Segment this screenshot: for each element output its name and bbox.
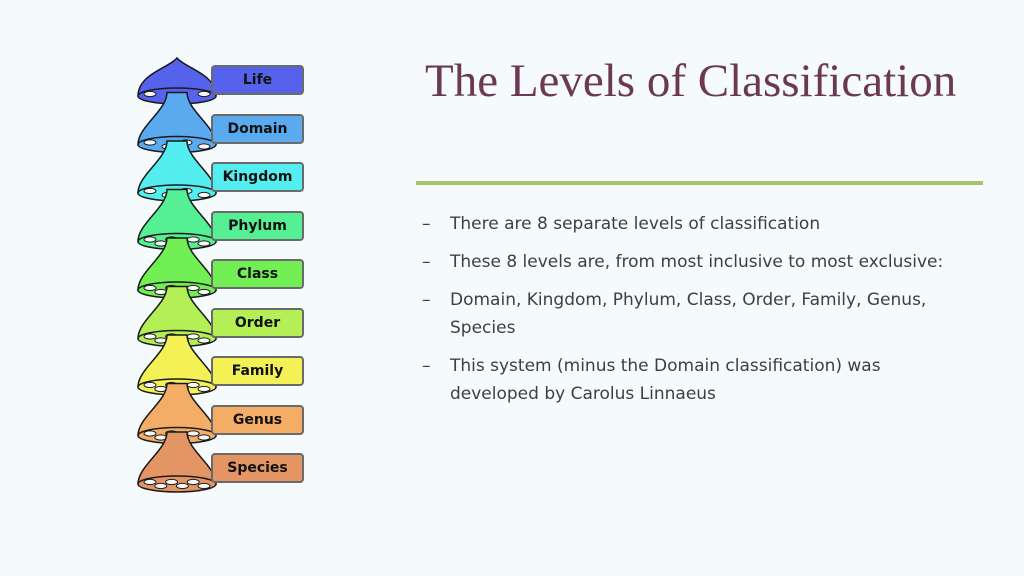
nested-bells-graphic — [137, 56, 217, 493]
bullet-item: –This system (minus the Domain classific… — [422, 352, 962, 408]
level-label-text: Phylum — [228, 217, 287, 234]
rim-opening — [197, 90, 211, 98]
rim-opening — [143, 381, 157, 389]
bullet-dash: – — [422, 252, 431, 272]
rim-opening — [175, 482, 189, 490]
level-label-genus: Genus — [211, 404, 304, 435]
rim-opening — [197, 385, 211, 393]
rim-opening — [143, 187, 157, 195]
rim-opening — [197, 240, 211, 247]
bullet-text: There are 8 separate levels of classific… — [450, 214, 821, 234]
bullet-dash: – — [422, 356, 431, 376]
bullet-item: –These 8 levels are, from most inclusive… — [422, 248, 962, 276]
rim-opening — [186, 478, 200, 486]
level-label-text: Family — [231, 363, 284, 379]
level-label-life: Life — [211, 65, 304, 95]
rim-opening — [197, 288, 211, 296]
rim-opening — [143, 90, 157, 98]
level-label-text: Order — [234, 314, 281, 331]
rim-opening — [186, 430, 200, 437]
level-label-phylum: Phylum — [211, 210, 304, 241]
level-label-text: Kingdom — [222, 169, 293, 185]
rim-opening — [143, 478, 157, 486]
level-label-text: Domain — [227, 120, 288, 137]
rim-opening — [143, 430, 157, 437]
title-divider — [416, 181, 983, 185]
bullet-dash: – — [422, 290, 431, 310]
bullet-item: –There are 8 separate levels of classifi… — [422, 210, 962, 238]
rim-opening — [154, 482, 168, 490]
level-label-class: Class — [211, 259, 304, 289]
rim-opening — [143, 333, 157, 340]
bullet-text: This system (minus the Domain classifica… — [450, 356, 881, 404]
level-label-species: Species — [211, 453, 304, 483]
rim-opening — [197, 434, 211, 441]
rim-opening — [197, 191, 211, 199]
rim-opening — [197, 482, 211, 490]
bullet-list: –There are 8 separate levels of classifi… — [422, 210, 962, 418]
bullet-text: Domain, Kingdom, Phylum, Class, Order, F… — [450, 290, 927, 338]
rim-opening — [186, 284, 200, 292]
level-label-kingdom: Kingdom — [211, 162, 304, 192]
rim-opening — [186, 333, 200, 340]
rim-opening — [143, 236, 157, 243]
rim-opening — [186, 381, 200, 389]
bullet-text: These 8 levels are, from most inclusive … — [450, 252, 944, 272]
bell-species — [137, 431, 217, 493]
rim-opening — [143, 284, 157, 292]
level-label-text: Life — [242, 72, 273, 88]
level-label-text: Class — [236, 266, 279, 282]
rim-opening — [197, 337, 211, 344]
rim-opening — [186, 236, 200, 243]
rim-opening — [143, 139, 157, 146]
rim-opening — [165, 478, 179, 486]
bullet-item: –Domain, Kingdom, Phylum, Class, Order, … — [422, 286, 962, 342]
level-label-text: Species — [227, 460, 288, 476]
level-label-text: Genus — [232, 411, 283, 428]
bullet-dash: – — [422, 214, 431, 234]
slide-title: The Levels of Classification — [425, 55, 957, 107]
level-label-domain: Domain — [211, 113, 304, 144]
level-label-order: Order — [211, 307, 304, 338]
level-label-family: Family — [211, 356, 304, 386]
rim-opening — [197, 143, 211, 150]
